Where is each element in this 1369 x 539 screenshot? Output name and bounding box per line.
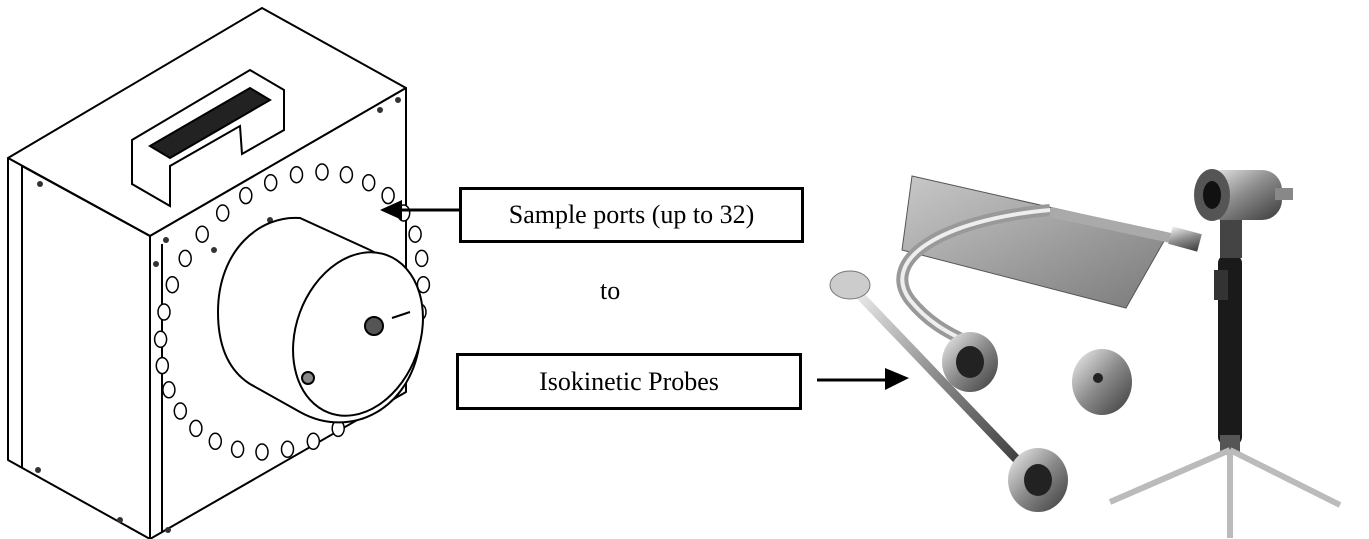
sample-port <box>230 440 245 459</box>
sample-port <box>215 204 230 222</box>
sample-port <box>315 163 329 181</box>
sample-port <box>195 225 209 243</box>
sample-port <box>165 275 180 294</box>
probes-label-box: Isokinetic Probes <box>456 353 802 410</box>
sample-ports-label: Sample ports (up to 32) <box>508 200 755 229</box>
sample-port <box>239 186 253 205</box>
sample-port <box>381 186 395 205</box>
sample-port <box>361 173 376 192</box>
sample-port <box>306 432 321 451</box>
sample-port <box>414 249 429 268</box>
sample-port <box>173 402 188 420</box>
arrow-left-icon <box>380 200 460 220</box>
sample-port <box>157 303 171 321</box>
probes-label: Isokinetic Probes <box>539 366 719 396</box>
sample-port <box>155 356 170 375</box>
sample-port <box>263 173 278 192</box>
sample-port <box>289 165 304 184</box>
sample-port <box>255 443 269 461</box>
isokinetic-probes-photo <box>829 169 1342 538</box>
sample-port <box>408 225 422 243</box>
sample-port <box>189 419 203 438</box>
sample-port <box>178 249 192 268</box>
sample-ports-label-box: Sample ports (up to 32) <box>459 187 804 243</box>
sampler-box-illustration <box>7 7 431 539</box>
connector-text: to <box>600 276 621 305</box>
sample-port <box>208 432 223 451</box>
sample-port <box>339 165 354 184</box>
sample-port <box>153 330 168 349</box>
sample-port <box>280 440 295 459</box>
sample-port <box>162 381 176 399</box>
arrow-right-icon <box>817 368 909 390</box>
